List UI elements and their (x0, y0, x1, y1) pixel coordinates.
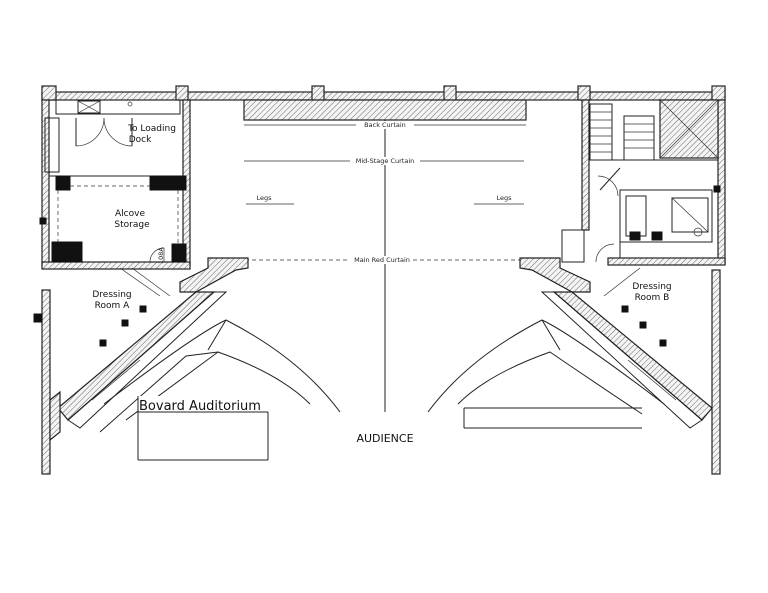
left-wing (39, 99, 191, 270)
right-proscenium (519, 257, 721, 475)
right-wing (561, 99, 726, 266)
room-108a-label: 108A (157, 247, 165, 264)
loading-dock-label-line2: Dock (129, 135, 152, 145)
loading-dock-label-line1: To Loading (127, 124, 176, 134)
back-wall (41, 85, 726, 121)
back-curtain-label: Back Curtain (364, 121, 406, 129)
dressing-room-b-label-line1: Dressing (632, 282, 671, 292)
legs-right-label: Legs (496, 194, 512, 202)
audience-seating (99, 319, 665, 433)
alcove-storage-label-line2: Storage (114, 220, 150, 230)
main-red-curtain-label: Main Red Curtain (354, 256, 410, 264)
left-proscenium (33, 257, 249, 475)
alcove-storage-label-line1: Alcove (115, 209, 145, 219)
audience-label: AUDIENCE (356, 432, 413, 445)
auditorium-box (137, 396, 269, 461)
dressing-room-a-label-line1: Dressing (92, 290, 131, 300)
dressing-room-b-label-line2: Room B (635, 293, 670, 303)
mid-stage-curtain-label: Mid-Stage Curtain (356, 157, 415, 165)
auditorium-label: Bovard Auditorium (139, 399, 261, 414)
legs-left-label: Legs (256, 194, 272, 202)
dressing-room-a-label-line2: Room A (95, 301, 130, 311)
